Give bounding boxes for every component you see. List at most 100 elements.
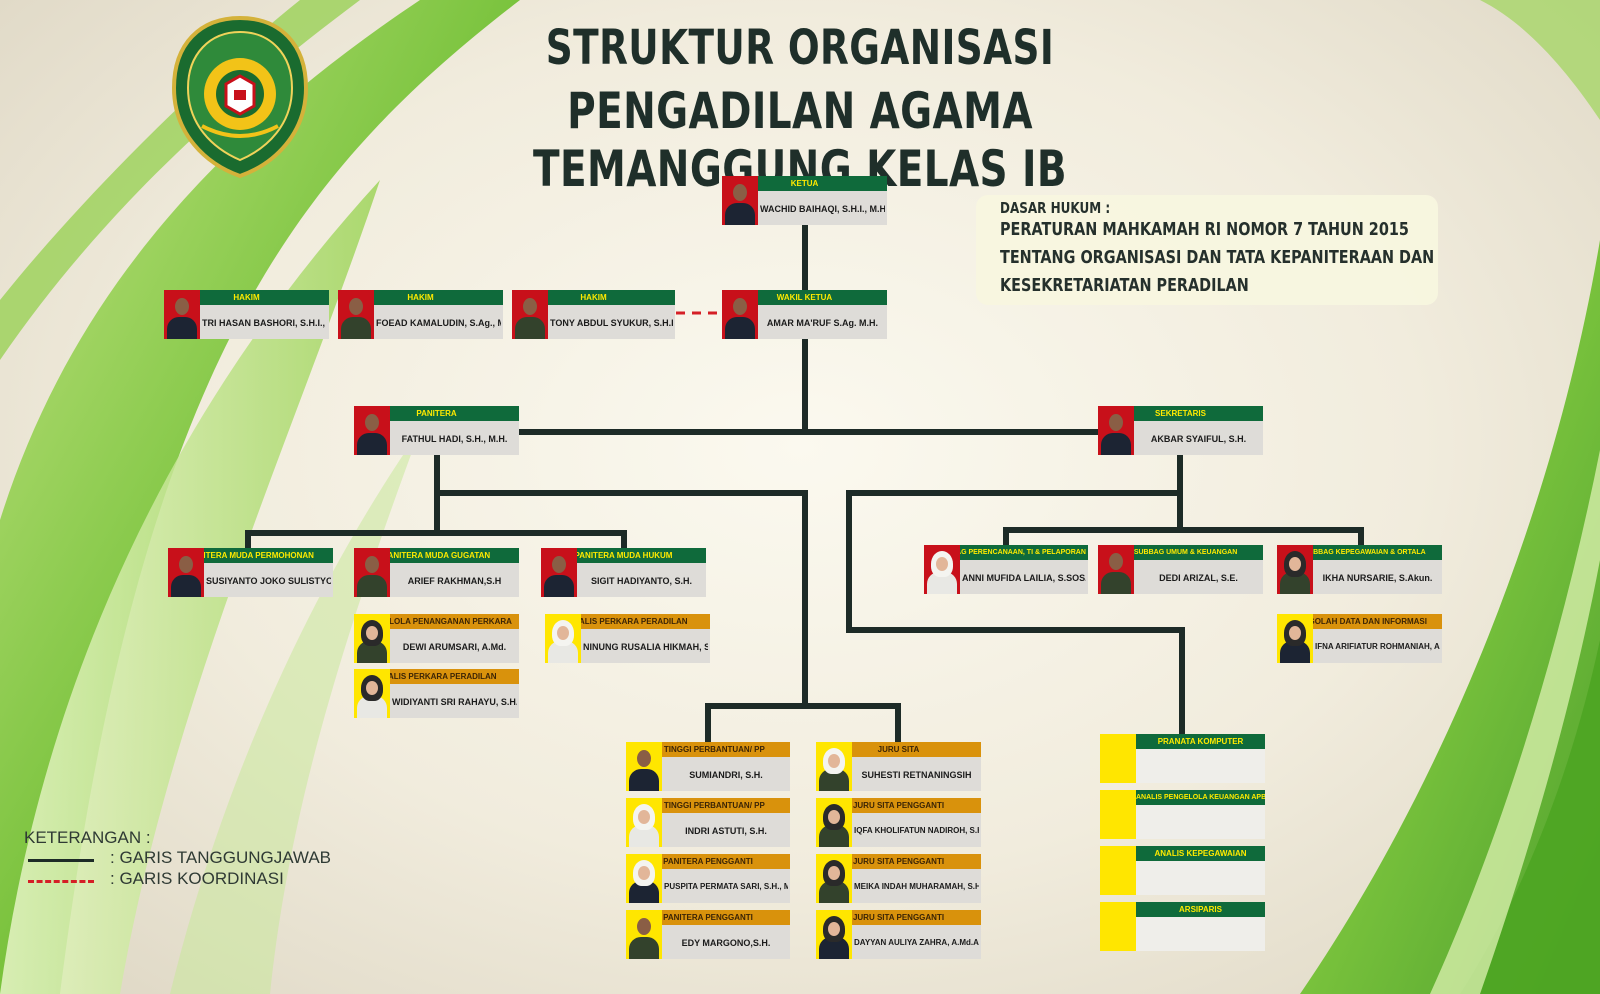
org-card-role: KETUA (722, 176, 887, 191)
org-card-analis-perkara[interactable]: ANALIS PERKARA PERADILAN NINUNG RUSALIA … (545, 614, 710, 663)
org-card-role: PANITERA MUDA HUKUM (541, 548, 706, 563)
org-card-kasubbag-perencanaan[interactable]: KASUBBAG PERENCANAAN, TI & PELAPORAN ANN… (924, 545, 1088, 594)
org-card-role: JURU SITA (816, 742, 981, 757)
person-photo (164, 290, 200, 339)
person-photo (626, 910, 662, 959)
person-photo (541, 548, 577, 597)
org-card-role: HAKIM (512, 290, 675, 305)
org-card-role: PRANATA KOMPUTER (1136, 734, 1265, 749)
org-card-name: ANNI MUFIDA LAILIA, S.SOS. (962, 573, 1086, 583)
person-photo (168, 548, 204, 597)
org-card-name: SUHESTI RETNANINGSIH (861, 770, 972, 780)
org-card-name: WACHID BAIHAQI, S.H.I., M.H. (760, 204, 885, 214)
org-card-panitera-muda-permohonan[interactable]: PANITERA MUDA PERMOHONAN SUSIYANTO JOKO … (168, 548, 333, 597)
org-card-ketua[interactable]: KETUA WACHID BAIHAQI, S.H.I., M.H. (722, 176, 887, 225)
org-card-name: NINUNG RUSALIA HIKMAH, S.H. (583, 642, 708, 652)
org-card-name: DAYYAN AULIYA ZAHRA, A.Md.A.B. (854, 938, 979, 947)
person-photo (722, 290, 758, 339)
person-photo (354, 614, 390, 663)
org-card-panitera-pengganti[interactable]: PP TINGGI PERBANTUAN/ PP SUMIANDRI, S.H. (626, 742, 790, 791)
org-card-name: WIDIYANTI SRI RAHAYU, S.H. (392, 697, 517, 707)
dashed-line-swatch (28, 880, 94, 883)
person-photo (626, 742, 662, 791)
org-card-juru-sita-pengganti[interactable]: JURU SITA PENGGANTI IQFA KHOLIFATUN NADI… (816, 798, 981, 847)
legal-basis-line: KESEKRETARIATAN PERADILAN (1000, 275, 1249, 296)
org-card-role: HAKIM (338, 290, 503, 305)
org-card-name: EDY MARGONO,S.H. (681, 938, 771, 948)
org-card-hakim[interactable]: HAKIM FOEAD KAMALUDIN, S.Ag., M.H. (338, 290, 503, 339)
org-card-role: JURU SITA PENGGANTI (816, 798, 981, 813)
org-card-name: AMAR MA'RUF S.Ag. M.H. (766, 318, 879, 328)
court-seal-icon (171, 15, 309, 179)
org-card-kasubbag-umum[interactable]: KASUBBAG UMUM & KEUANGAN DEDI ARIZAL, S.… (1098, 545, 1263, 594)
legal-basis-line: TENTANG ORGANISASI DAN TATA KEPANITERAAN… (1000, 247, 1435, 268)
org-card-name: PUSPITA PERMATA SARI, S.H., M.H. (664, 882, 788, 891)
org-card-juru-sita-pengganti[interactable]: JURU SITA PENGGANTI MEIKA INDAH MUHARAMA… (816, 854, 981, 903)
org-card-panitera-muda-gugatan[interactable]: PANITERA MUDA GUGATAN ARIEF RAKHMAN,S.H (354, 548, 519, 597)
org-card-name: IFNA ARIFIATUR ROHMANIAH, A.Md.Ak. (1315, 642, 1440, 651)
org-card-pengelola-penanganan-perkara[interactable]: PENGELOLA PENANGANAN PERKARA DEWI ARUMSA… (354, 614, 519, 663)
placeholder-photo (1100, 902, 1136, 951)
person-photo (816, 854, 852, 903)
org-card-name: DEWI ARUMSARI, A.Md. (402, 642, 507, 652)
org-card-role: PP TINGGI PERBANTUAN/ PP (626, 742, 790, 757)
org-card-role: PENGOLAH DATA DAN INFORMASI (1277, 614, 1442, 629)
org-card-role: ANALIS PENGELOLA KEUANGAN APBN (1136, 790, 1265, 805)
org-card-analis-perkara[interactable]: ANALIS PERKARA PERADILAN WIDIYANTI SRI R… (354, 669, 519, 718)
org-card-name: DEDI ARIZAL, S.E. (1159, 573, 1238, 583)
person-photo (1098, 545, 1134, 594)
person-photo (816, 742, 852, 791)
solid-line-swatch (28, 859, 94, 862)
org-card-analis-kepegawaian[interactable]: ANALIS KEPEGAWAIAN (1100, 846, 1265, 895)
page-title: STRUKTUR ORGANISASI (545, 20, 1055, 76)
person-photo (924, 545, 960, 594)
person-photo (354, 548, 390, 597)
person-photo (512, 290, 548, 339)
legal-basis-box: DASAR HUKUM : PERATURAN MAHKAMAH RI NOMO… (976, 195, 1438, 305)
person-photo (1098, 406, 1134, 455)
org-card-panitera-pengganti[interactable]: PP TINGGI PERBANTUAN/ PP INDRI ASTUTI, S… (626, 798, 790, 847)
person-photo (1277, 614, 1313, 663)
org-card-role: PANITERA MUDA GUGATAN (354, 548, 519, 563)
person-photo (354, 406, 390, 455)
org-card-name (1138, 863, 1263, 895)
org-card-wakil-ketua[interactable]: WAKIL KETUA AMAR MA'RUF S.Ag. M.H. (722, 290, 887, 339)
org-card-juru-sita-pengganti[interactable]: JURU SITA PENGGANTI DAYYAN AULIYA ZAHRA,… (816, 910, 981, 959)
org-card-sekretaris[interactable]: SEKRETARIS AKBAR SYAIFUL, S.H. (1098, 406, 1263, 455)
person-photo (626, 854, 662, 903)
org-card-role: KASUBBAG KEPEGAWAIAN & ORTALA (1277, 545, 1442, 560)
org-card-panitera-muda-hukum[interactable]: PANITERA MUDA HUKUM SIGIT HADIYANTO, S.H… (541, 548, 706, 597)
org-card-panitera-pengganti[interactable]: PANITERA PENGGANTI EDY MARGONO,S.H. (626, 910, 790, 959)
legend-label: : GARIS KOORDINASI (110, 869, 284, 888)
person-photo (816, 798, 852, 847)
org-card-arsiparis[interactable]: ARSIPARIS (1100, 902, 1265, 951)
org-card-panitera[interactable]: PANITERA FATHUL HADI, S.H., M.H. (354, 406, 519, 455)
org-card-role: WAKIL KETUA (722, 290, 887, 305)
org-card-hakim[interactable]: HAKIM TRI HASAN BASHORI, S.H.I., M.H. (164, 290, 329, 339)
org-card-role: ANALIS PERKARA PERADILAN (354, 669, 519, 684)
org-card-name: SUMIANDRI, S.H. (689, 770, 763, 780)
org-card-hakim[interactable]: HAKIM TONY ABDUL SYUKUR, S.H.I M.H (512, 290, 675, 339)
org-card-role: KASUBBAG UMUM & KEUANGAN (1098, 545, 1263, 560)
legend-label: : GARIS TANGGUNGJAWAB (110, 848, 332, 867)
org-card-pengolah-data[interactable]: PENGOLAH DATA DAN INFORMASI IFNA ARIFIAT… (1277, 614, 1442, 663)
org-card-panitera-pengganti[interactable]: PANITERA PENGGANTI PUSPITA PERMATA SARI,… (626, 854, 790, 903)
org-card-name: SUSIYANTO JOKO SULISTYO, S.H. (206, 576, 331, 586)
org-card-name (1138, 807, 1263, 839)
org-card-name: TONY ABDUL SYUKUR, S.H.I M.H (550, 318, 673, 328)
org-card-role: PANITERA PENGGANTI (626, 854, 790, 869)
placeholder-photo (1100, 846, 1136, 895)
person-photo (545, 614, 581, 663)
org-card-role: SEKRETARIS (1098, 406, 1263, 421)
org-card-juru-sita[interactable]: JURU SITA SUHESTI RETNANINGSIH (816, 742, 981, 791)
placeholder-photo (1100, 790, 1136, 839)
org-card-name: AKBAR SYAIFUL, S.H. (1150, 434, 1247, 444)
org-card-pranata-komputer[interactable]: PRANATA KOMPUTER (1100, 734, 1265, 783)
org-card-role: KASUBBAG PERENCANAAN, TI & PELAPORAN (924, 545, 1088, 560)
person-photo (338, 290, 374, 339)
person-photo (722, 176, 758, 225)
person-photo (1277, 545, 1313, 594)
org-card-analis-keuangan[interactable]: ANALIS PENGELOLA KEUANGAN APBN (1100, 790, 1265, 839)
org-card-role: PANITERA (354, 406, 519, 421)
org-card-kasubbag-kepegawaian[interactable]: KASUBBAG KEPEGAWAIAN & ORTALA IKHA NURSA… (1277, 545, 1442, 594)
